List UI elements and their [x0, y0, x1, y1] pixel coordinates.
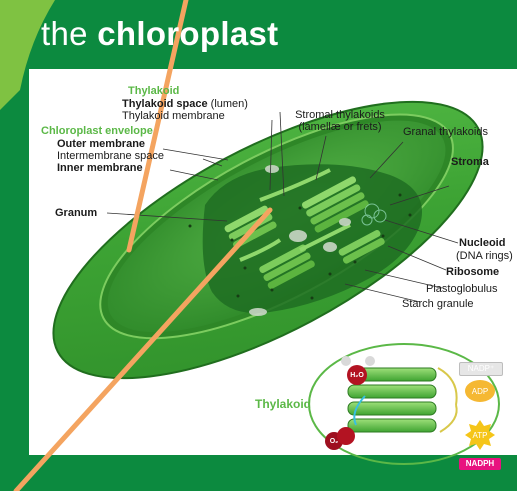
- label-atp: ATP: [468, 430, 492, 442]
- title-prefix: the: [41, 15, 97, 52]
- label-nucleoid: Nucleoid: [459, 237, 505, 249]
- label-water: H₂O: [347, 370, 367, 382]
- label-nucleoid-note: (DNA rings): [456, 250, 513, 262]
- label-stromal-thylakoids-note: (lamellæ or frets): [285, 121, 395, 133]
- label-stromal-thylakoids: Stromal thylakoids: [285, 109, 395, 121]
- label-inset-thylakoid: Thylakoid: [255, 398, 311, 410]
- nadp-plus-badge: NADP⁺: [459, 362, 503, 376]
- label-starch-granule: Starch granule: [402, 298, 474, 310]
- nadph-badge: NADPH: [459, 458, 501, 470]
- label-plastoglobulus: Plastoglobulus: [426, 283, 498, 295]
- panel-lower-edge: [29, 449, 517, 455]
- title-main: chloroplast: [97, 15, 278, 52]
- label-thylakoid-space: Thylakoid space (lumen): [122, 98, 248, 110]
- label-adp: ADP: [468, 386, 492, 398]
- label-granal-thylakoids: Granal thylakoids: [403, 126, 488, 138]
- label-intermembrane-space: Intermembrane space: [57, 150, 164, 162]
- thylakoid-space-text: Thylakoid space: [122, 98, 208, 110]
- label-inner-membrane: Inner membrane: [57, 162, 143, 174]
- label-outer-membrane: Outer membrane: [57, 138, 145, 150]
- label-chloroplast-envelope: Chloroplast envelope: [41, 125, 153, 137]
- label-stroma: Stroma: [451, 156, 489, 168]
- label-ribosome: Ribosome: [446, 266, 499, 278]
- label-thylakoid-membrane: Thylakoid membrane: [122, 110, 225, 122]
- label-granum: Granum: [55, 207, 97, 219]
- label-thylakoid-heading: Thylakoid: [128, 85, 179, 97]
- page-title: the chloroplast: [41, 14, 278, 54]
- label-oxygen: O₂: [325, 436, 343, 448]
- thylakoid-space-note: (lumen): [211, 98, 248, 110]
